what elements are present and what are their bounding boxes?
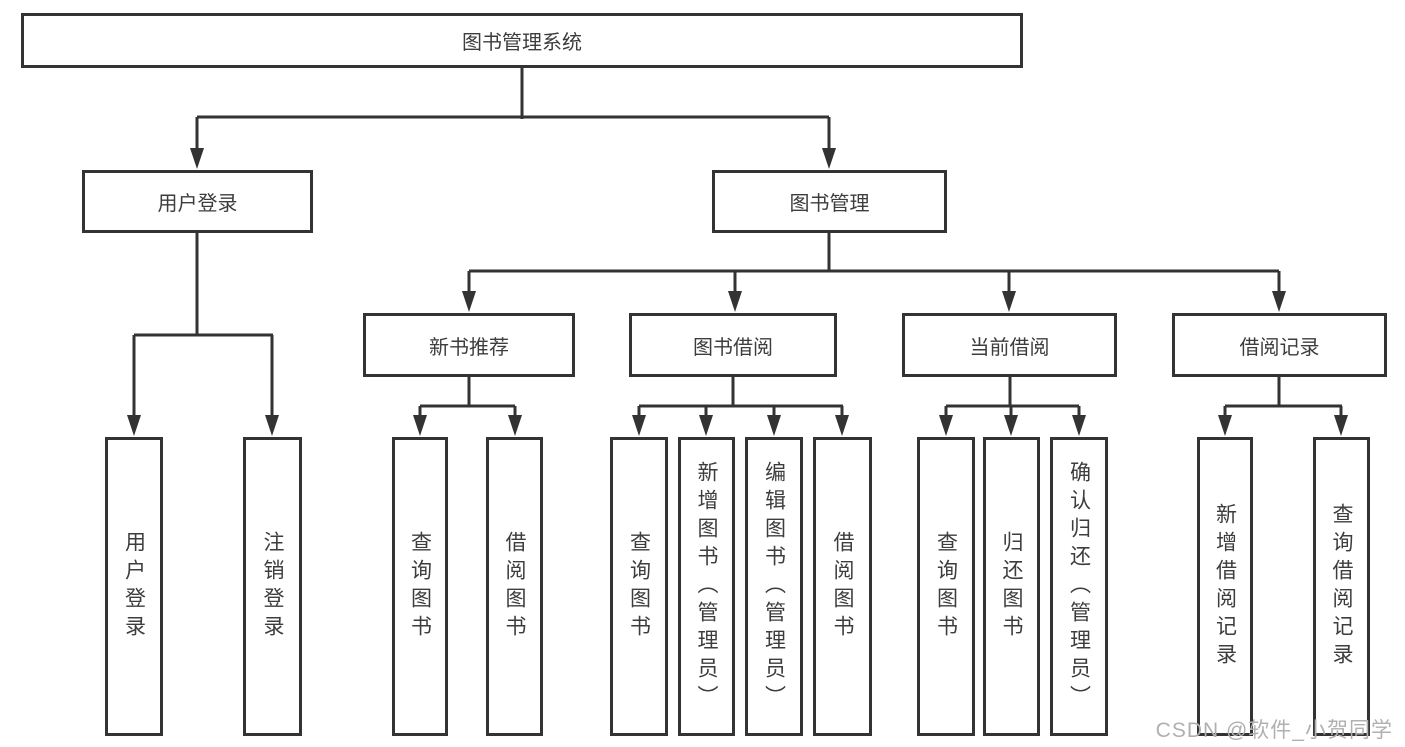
- node-current-borrowing: 当前借阅: [902, 313, 1117, 377]
- leaf-query-books-current: 查询图书: [917, 437, 975, 736]
- node-user-login: 用户登录: [82, 170, 313, 233]
- leaf-query-books-borrow: 查询图书: [610, 437, 668, 736]
- node-book-management: 图书管理: [712, 170, 947, 233]
- csdn-watermark: CSDN @软件_小贺同学: [1155, 719, 1393, 742]
- leaf-add-book-admin: 新增图书（管理员）: [678, 437, 735, 736]
- leaf-add-borrow-record: 新增借阅记录: [1197, 437, 1253, 736]
- leaf-edit-book-admin: 编辑图书（管理员）: [745, 437, 803, 736]
- leaf-query-books-recommend: 查询图书: [392, 437, 448, 736]
- node-root: 图书管理系统: [21, 13, 1023, 68]
- leaf-query-borrow-record: 查询借阅记录: [1313, 437, 1370, 736]
- leaf-confirm-return-admin: 确认归还（管理员）: [1050, 437, 1108, 736]
- leaf-return-books: 归还图书: [983, 437, 1040, 736]
- node-book-borrowing: 图书借阅: [629, 313, 837, 377]
- node-borrow-records: 借阅记录: [1172, 313, 1387, 377]
- leaf-user-login: 用户登录: [105, 437, 163, 736]
- leaf-logout: 注销登录: [243, 437, 302, 736]
- node-new-book-recommend: 新书推荐: [363, 313, 575, 377]
- leaf-borrow-books-recommend: 借阅图书: [486, 437, 543, 736]
- leaf-borrow-books-borrow: 借阅图书: [813, 437, 872, 736]
